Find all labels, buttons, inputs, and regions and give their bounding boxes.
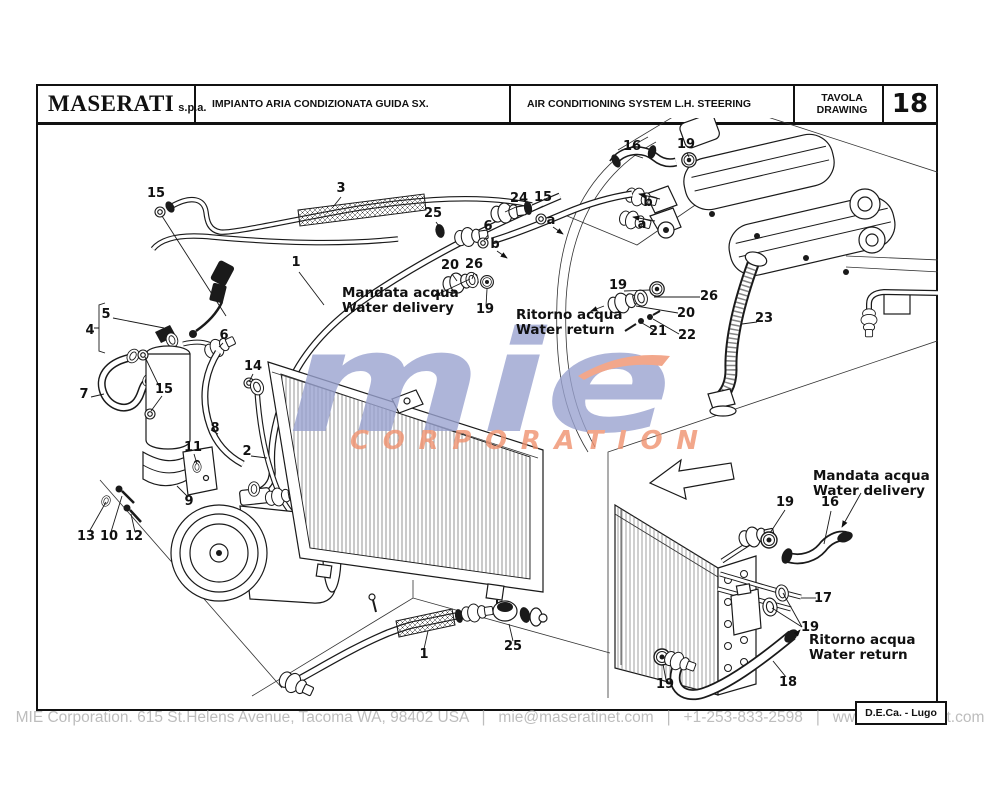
callout-a: a [638, 217, 647, 232]
callout-1: 1 [419, 647, 428, 662]
tavola-cell: TAVOLA DRAWING [795, 86, 884, 122]
callout-3: 3 [336, 181, 345, 196]
callout-6: 6 [219, 328, 228, 343]
brand-cell: MASERATI s.p.a. [38, 86, 206, 122]
callout-19: 19 [476, 302, 494, 317]
callout-10: 10 [100, 529, 118, 544]
callout-19: 19 [776, 495, 794, 510]
callout-9: 9 [184, 494, 193, 509]
callout-20: 20 [677, 306, 695, 321]
callout-8: 8 [210, 421, 219, 436]
callout-b: b [490, 237, 499, 252]
callout-5: 5 [101, 307, 110, 322]
title-english: AIR CONDITIONING SYSTEM L.H. STEERING [511, 86, 795, 122]
callout-19: 19 [677, 137, 695, 152]
callout-2: 2 [242, 444, 251, 459]
callout-4: 4 [85, 323, 94, 338]
watermark-swoosh [578, 354, 670, 380]
engine-block [609, 118, 938, 338]
tavola-label: TAVOLA [821, 92, 863, 104]
callout-7: 7 [79, 387, 88, 402]
callout-21: 21 [649, 324, 667, 339]
callout-15: 15 [155, 382, 173, 397]
callout-19: 19 [609, 278, 627, 293]
mie-watermark: mie CORPORATION [287, 302, 698, 465]
callout-a: a [547, 213, 556, 228]
callout-12: 12 [125, 529, 143, 544]
callout-22: 22 [678, 328, 696, 343]
author-stamp: D.E.Ca. - Lugo [855, 701, 947, 725]
callout-19: 19 [656, 677, 674, 692]
direction-arrow [648, 458, 735, 501]
callout-17: 17 [814, 591, 832, 606]
evaporator-inset [614, 458, 853, 695]
callout-18: 18 [779, 675, 797, 690]
callout-13: 13 [77, 529, 95, 544]
bottom-hose-assembly [275, 593, 548, 702]
water-return-fittings [440, 251, 768, 417]
callout-6: 6 [483, 219, 492, 234]
parts-diagram: mie CORPORATION 1531252415a6b1619ba19262… [77, 118, 938, 702]
drawing-label: DRAWING [816, 104, 868, 116]
callout-16: 16 [623, 139, 641, 154]
watermark-mie-text: mie [287, 302, 672, 465]
callout-23: 23 [755, 311, 773, 326]
leader-lines [88, 152, 862, 681]
delivery-pipes [153, 194, 632, 493]
title-block: MASERATI s.p.a. IMPIANTO ARIA CONDIZIONA… [38, 86, 936, 125]
callout-14: 14 [244, 359, 262, 374]
callout-16: 16 [821, 495, 839, 510]
drawing-number: 18 [891, 89, 929, 119]
callout-26: 26 [700, 289, 718, 304]
callout-25: 25 [504, 639, 522, 654]
callout-b: b [643, 195, 652, 210]
callout-1: 1 [291, 255, 300, 270]
dealer-footer: MIE Corporation. 615 St.Helens Avenue, T… [15, 709, 985, 726]
title-italian: IMPIANTO ARIA CONDIZIONATA GUIDA SX. [196, 86, 511, 122]
brand-suffix: s.p.a. [178, 102, 207, 114]
brand-logo: MASERATI [48, 91, 175, 116]
condenser [267, 361, 544, 612]
watermark-corporation-text: CORPORATION [350, 426, 698, 456]
callout-26: 26 [465, 257, 483, 272]
callout-15: 15 [147, 186, 165, 201]
callout-25: 25 [424, 206, 442, 221]
callout-19: 19 [801, 620, 819, 635]
callout-20: 20 [441, 258, 459, 273]
callout-24: 24 [510, 191, 528, 206]
callout-15: 15 [534, 190, 552, 205]
callout-11: 11 [184, 440, 202, 455]
